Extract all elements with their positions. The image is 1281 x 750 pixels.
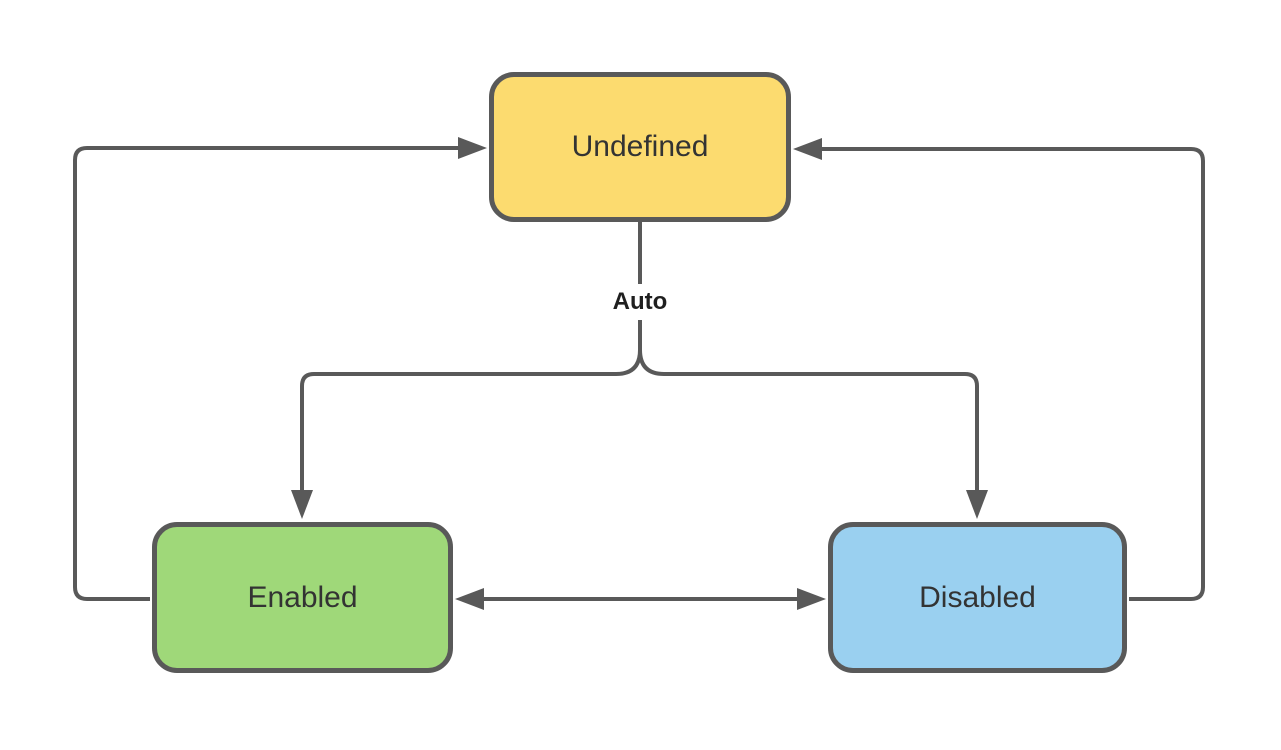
edge-label-auto: Auto xyxy=(604,284,676,320)
arrowhead-into-undefined-right xyxy=(793,138,822,160)
node-disabled-label: Disabled xyxy=(919,580,1036,614)
arrowhead-into-enabled-top xyxy=(291,490,313,519)
node-enabled-label: Enabled xyxy=(247,580,358,614)
arrowhead-into-disabled-top xyxy=(966,490,988,519)
edge-disabled-to-undefined-path xyxy=(820,147,1205,601)
node-undefined: Undefined xyxy=(489,72,791,222)
edge-undefined-to-disabled-path xyxy=(638,349,979,492)
arrowhead-into-enabled-right xyxy=(455,588,484,610)
node-enabled: Enabled xyxy=(152,522,453,673)
node-disabled: Disabled xyxy=(828,522,1127,673)
node-undefined-label: Undefined xyxy=(571,130,709,163)
arrowhead-into-undefined-left xyxy=(458,137,487,159)
arrowhead-into-disabled-left xyxy=(797,588,826,610)
edge-undefined-to-enabled-path xyxy=(300,349,642,492)
edge-enabled-to-undefined-path xyxy=(73,146,460,601)
